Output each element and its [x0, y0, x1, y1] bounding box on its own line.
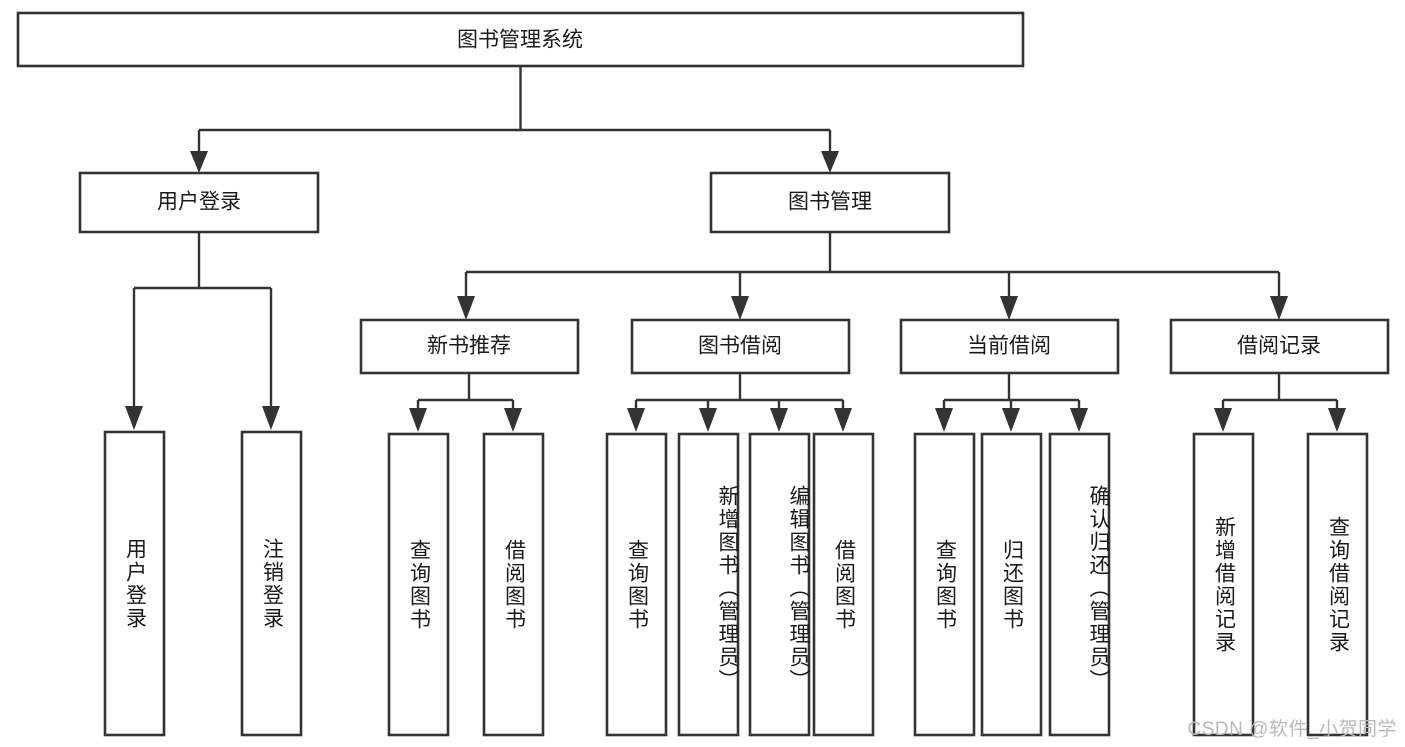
arrowhead-leaf-10: [1002, 408, 1020, 432]
node-root-label: 图书管理系统: [457, 29, 583, 52]
node-leaf-3-box[interactable]: [387, 432, 450, 737]
node-leaf-10-box[interactable]: [980, 432, 1043, 737]
csdn-watermark: CSDN @软件_小贺同学: [1187, 719, 1397, 740]
node-bookmgmt-box[interactable]: [709, 171, 951, 234]
arrowhead-borrow: [731, 296, 749, 320]
node-leaf-9-box[interactable]: [913, 432, 976, 737]
node-borrow-label: 图书借阅: [698, 335, 782, 358]
node-newbook-box[interactable]: [359, 318, 580, 375]
node-login-box[interactable]: [78, 171, 320, 234]
arrowhead-newbook: [457, 296, 475, 320]
arrowhead-leaf-12: [1214, 408, 1232, 432]
node-root-box[interactable]: [16, 11, 1025, 68]
arrowhead-leaf-9: [935, 408, 953, 432]
node-bookmgmt[interactable]: 图书管理: [709, 171, 951, 234]
arrowhead-leaf-11: [1070, 408, 1088, 432]
node-leaf-5-box[interactable]: [605, 432, 668, 737]
node-records[interactable]: 借阅记录: [1169, 318, 1390, 375]
node-leaf-2-box[interactable]: [240, 430, 303, 737]
node-bookmgmt-label: 图书管理: [788, 191, 872, 214]
node-login-label: 用户登录: [157, 191, 241, 214]
node-records-label: 借阅记录: [1237, 335, 1321, 358]
arrowhead-leaf-8: [834, 408, 852, 432]
node-leaf-11-box[interactable]: [1048, 432, 1111, 737]
arrowhead-leaf-6: [699, 408, 717, 432]
arrowhead-leaf-5: [627, 408, 645, 432]
node-current-box[interactable]: [899, 318, 1120, 375]
node-newbook-label: 新书推荐: [427, 335, 511, 358]
node-borrow[interactable]: 图书借阅: [630, 318, 851, 375]
node-leaf-4-box[interactable]: [482, 432, 545, 737]
arrowhead-records: [1270, 296, 1288, 320]
arrowhead-current: [1000, 296, 1018, 320]
node-current[interactable]: 当前借阅: [899, 318, 1120, 375]
node-records-box[interactable]: [1169, 318, 1390, 375]
node-newbook[interactable]: 新书推荐: [359, 318, 580, 375]
leaf-box-layer: [103, 430, 1369, 737]
arrowhead-leaf-4: [504, 408, 522, 432]
node-login[interactable]: 用户登录: [78, 171, 320, 234]
node-leaf-13-box[interactable]: [1306, 432, 1369, 737]
arrowhead-bookmgmt: [821, 151, 839, 173]
arrowhead-leaf-3: [409, 408, 427, 432]
arrowhead-login: [190, 151, 208, 173]
node-borrow-box[interactable]: [630, 318, 851, 375]
arrowhead-leaf-2: [262, 406, 280, 430]
node-current-label: 当前借阅: [967, 335, 1051, 358]
node-leaf-8-box[interactable]: [812, 432, 875, 737]
node-leaf-6-box[interactable]: [677, 432, 740, 737]
arrowhead-leaf-1: [125, 406, 143, 430]
arrowhead-leaf-13: [1328, 408, 1346, 432]
connector-layer: [125, 66, 1346, 432]
node-leaf-1-box[interactable]: [103, 430, 166, 737]
node-root[interactable]: 图书管理系统: [16, 11, 1025, 68]
node-leaf-7-box[interactable]: [748, 432, 811, 737]
node-leaf-12-box[interactable]: [1192, 432, 1255, 737]
arrowhead-leaf-7: [770, 408, 788, 432]
